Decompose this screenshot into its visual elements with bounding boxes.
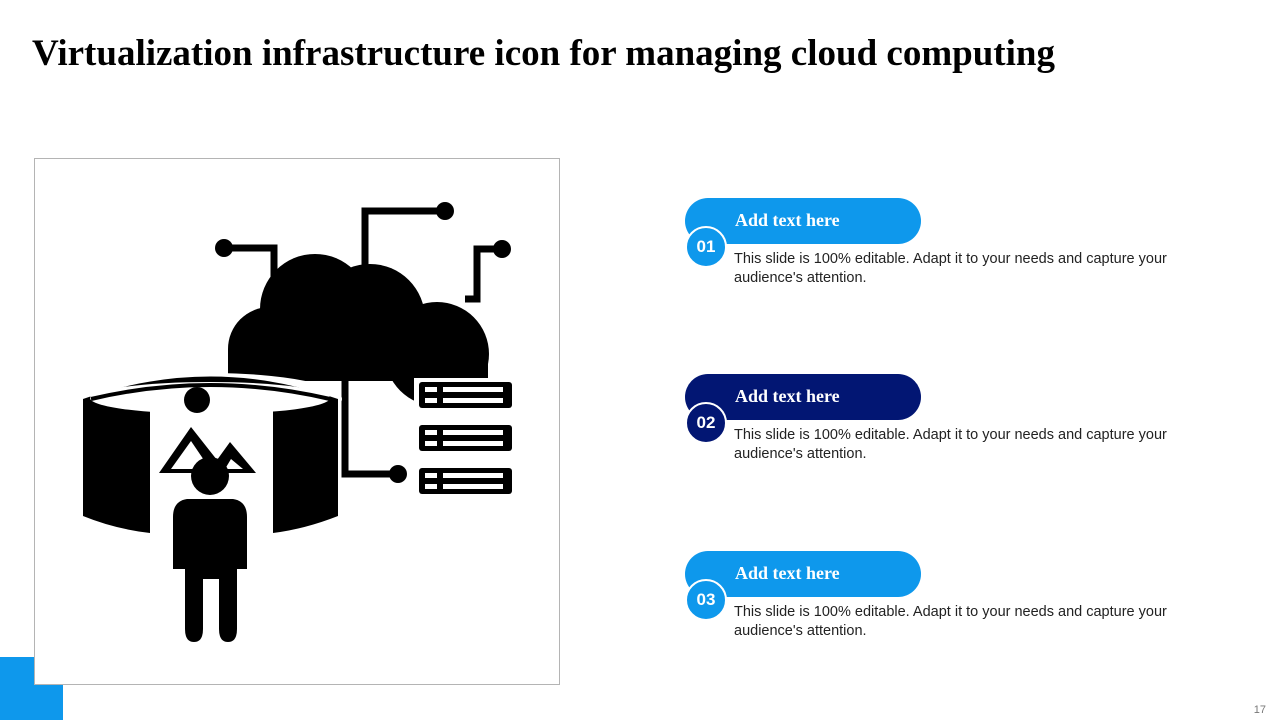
item-number: 03 xyxy=(696,590,716,609)
circuit-nodes xyxy=(215,202,511,483)
person-icon xyxy=(173,457,247,642)
screen-content-icon xyxy=(159,387,256,473)
item-03: Add text here 03 This slide is 100% edit… xyxy=(685,551,1245,671)
item-number-badge: 02 xyxy=(685,402,727,444)
item-number-badge: 03 xyxy=(685,579,727,621)
item-01: Add text here 01 This slide is 100% edit… xyxy=(685,198,1245,318)
item-heading: Add text here xyxy=(735,210,840,230)
server-stack-icon xyxy=(414,378,514,495)
item-description: This slide is 100% editable. Adapt it to… xyxy=(734,427,1167,462)
item-heading: Add text here xyxy=(735,386,840,406)
item-heading: Add text here xyxy=(735,563,840,583)
item-description: This slide is 100% editable. Adapt it to… xyxy=(734,604,1167,639)
item-02: Add text here 02 This slide is 100% edit… xyxy=(685,374,1245,494)
item-number-badge: 01 xyxy=(685,226,727,268)
item-number: 01 xyxy=(696,237,716,256)
slide-title: Virtualization infrastructure icon for m… xyxy=(32,33,1055,74)
virtualization-cloud-icon xyxy=(78,202,514,642)
item-description: This slide is 100% editable. Adapt it to… xyxy=(734,251,1167,286)
vr-cylinder-icon xyxy=(78,373,342,533)
item-number: 02 xyxy=(696,413,716,432)
illustration-frame xyxy=(34,158,560,685)
slide-number: 17 xyxy=(1253,704,1266,716)
